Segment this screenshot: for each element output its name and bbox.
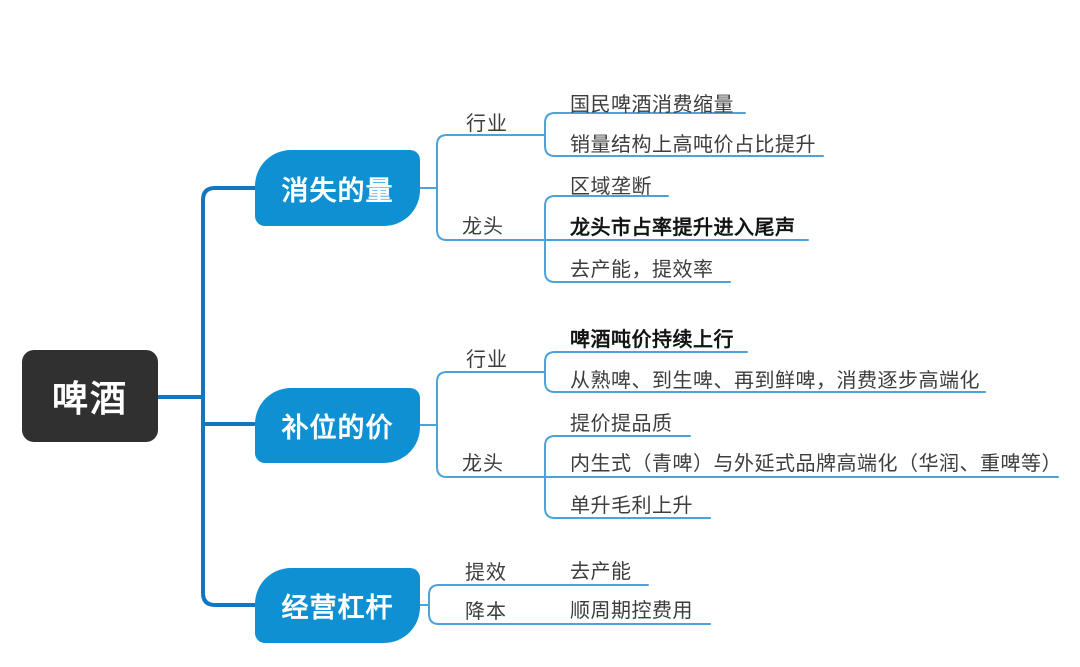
group-label-industry-2: 行业 [466,349,508,371]
branch-node-compensating-price: 补位的价 [255,388,420,463]
leaf-ton-price-keeps-rising: 啤酒吨价持续上行 [570,329,734,351]
leaf-cut-capacity: 去产能 [570,561,632,583]
leaf-leader-share-gain-ending: 龙头市占率提升进入尾声 [570,217,796,239]
group-label-industry-1: 行业 [466,113,508,135]
leaf-per-liter-gross-margin-up: 单升毛利上升 [570,495,693,517]
leaf-national-beer-consumption-shrinks: 国民啤酒消费缩量 [570,94,734,116]
branch-node-operating-leverage: 经营杠杆 [255,568,420,643]
branch2-edges [419,351,1059,519]
leaf-procyclical-expense-control: 顺周期控费用 [570,600,693,622]
branch-node-vanishing-volume: 消失的量 [255,150,420,226]
branch3-edges [419,584,711,625]
branch1-edges [419,112,824,283]
leaf-raise-price-raise-quality: 提价提品质 [570,413,673,435]
group-label-leader-1: 龙头 [462,216,504,238]
leaf-organic-and-external-premiumization: 内生式（青啤）与外延式品牌高端化（华润、重啤等） [570,453,1062,475]
group-label-efficiency: 提效 [465,562,507,584]
leaf-cut-capacity-raise-efficiency: 去产能，提效率 [570,259,714,281]
group-label-leader-2: 龙头 [462,453,504,475]
root-node-beer: 啤酒 [22,350,158,442]
trunk-edges [156,186,257,607]
group-label-cost-reduction: 降本 [465,601,507,623]
leaf-regional-monopoly: 区域垄断 [570,176,652,198]
leaf-consumption-premiumization-path: 从熟啤、到生啤、再到鲜啤，消费逐步高端化 [570,370,980,392]
leaf-high-ton-price-share-rises: 销量结构上高吨价占比提升 [570,134,816,156]
